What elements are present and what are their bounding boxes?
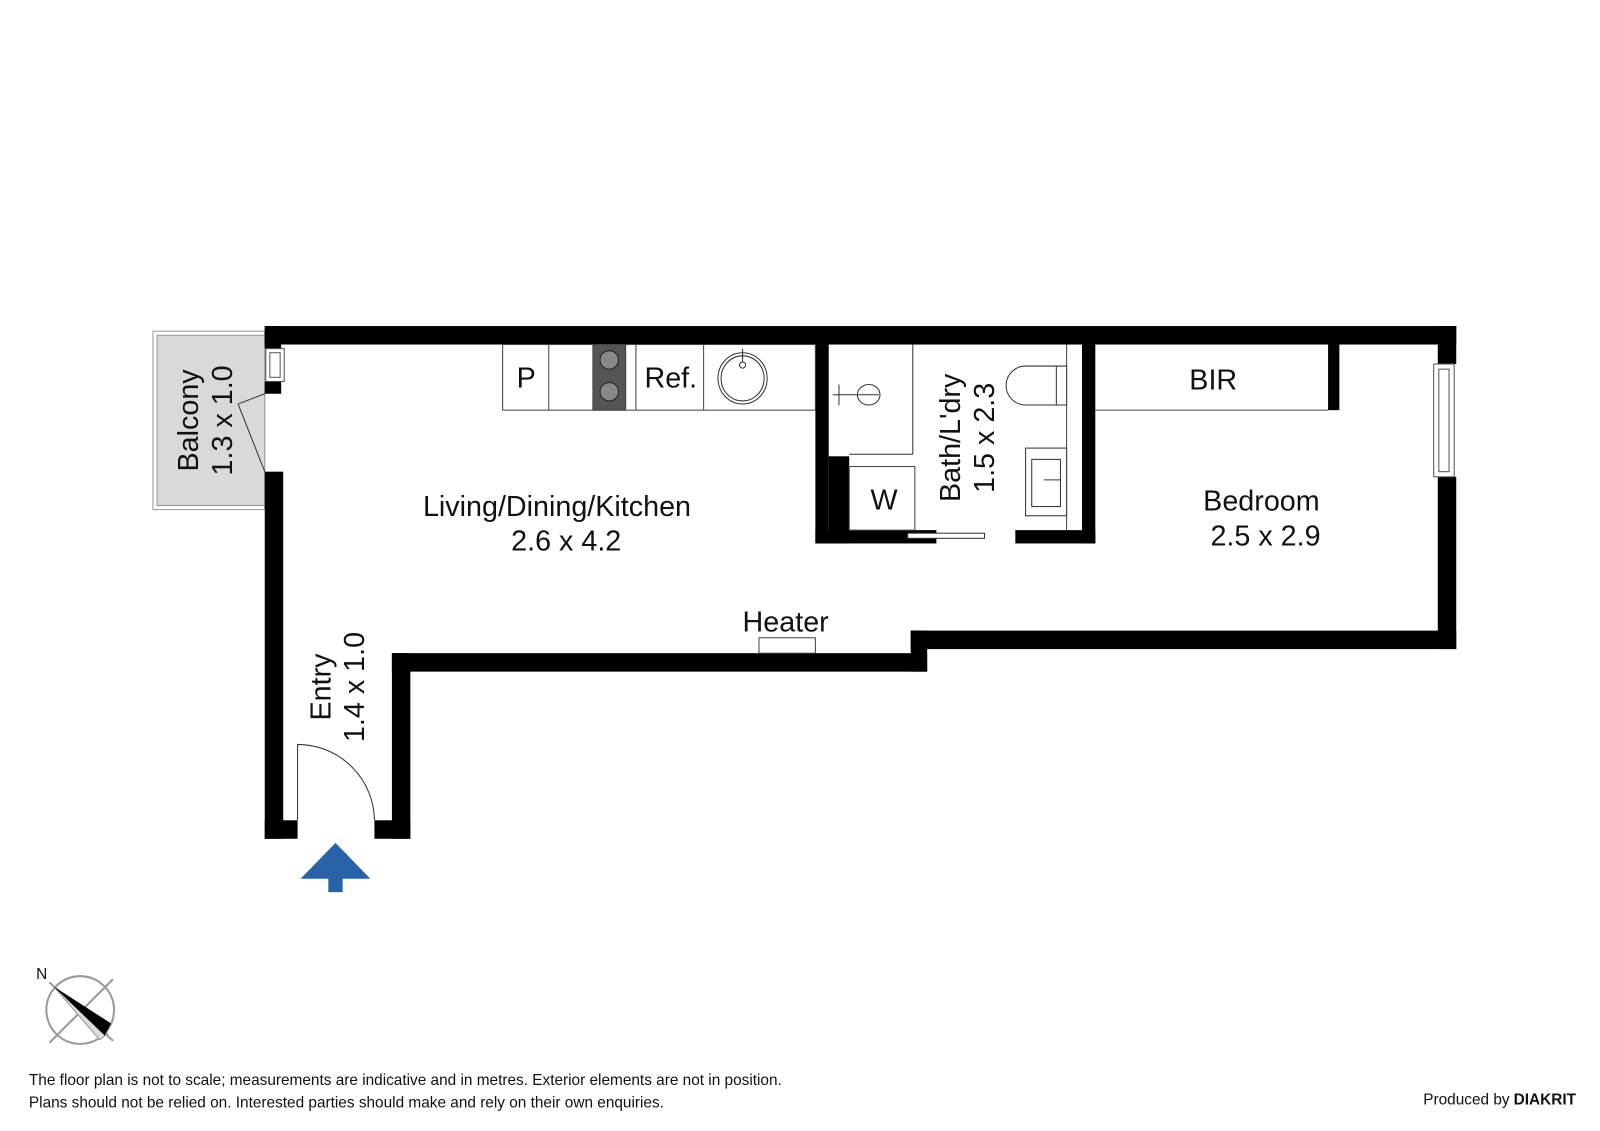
kitchen-sink-icon xyxy=(717,348,768,405)
bath-name: Bath/L'dry xyxy=(935,373,967,502)
disclaimer-line-1: The floor plan is not to scale; measurem… xyxy=(29,1072,782,1089)
sliding-door[interactable] xyxy=(907,532,986,539)
pantry-label: P xyxy=(517,363,536,395)
credit: Produced by DIAKRIT xyxy=(1423,1091,1576,1108)
washer-label: W xyxy=(871,485,898,517)
living-size: 2.6 x 4.2 xyxy=(511,526,621,558)
shower-icon xyxy=(832,384,881,406)
balcony-door[interactable] xyxy=(237,393,266,472)
shower-screen xyxy=(849,344,914,455)
credit-prefix: Produced by xyxy=(1423,1091,1510,1108)
window-bedroom xyxy=(1433,363,1455,478)
compass-north-label: N xyxy=(36,966,47,983)
bedroom-name: Bedroom xyxy=(1203,486,1319,518)
heater xyxy=(758,637,816,654)
entry-size: 1.4 x 1.0 xyxy=(339,632,371,742)
basin-icon xyxy=(1025,447,1068,517)
balcony xyxy=(152,330,266,511)
heater-label: Heater xyxy=(743,607,830,639)
credit-brand: DIAKRIT xyxy=(1514,1091,1577,1108)
fridge-label: Ref. xyxy=(644,363,697,395)
living-name: Living/Dining/Kitchen xyxy=(423,491,691,523)
washer xyxy=(848,466,916,531)
robe-label: BIR xyxy=(1189,365,1237,397)
bath-size: 1.5 x 2.3 xyxy=(969,383,1001,493)
walls xyxy=(264,326,1457,839)
balcony-name: Balcony xyxy=(173,369,205,472)
cooktop-icon xyxy=(599,350,620,402)
entry-arrow-icon xyxy=(300,842,371,893)
balcony-size: 1.3 x 1.0 xyxy=(207,365,239,475)
toilet-icon xyxy=(1005,365,1068,406)
disclaimer-line-2: Plans should not be relied on. Intereste… xyxy=(29,1094,664,1111)
entry-door[interactable] xyxy=(297,743,375,821)
compass-icon: N xyxy=(36,966,116,1045)
entry-name: Entry xyxy=(305,653,337,721)
bedroom-size: 2.5 x 2.9 xyxy=(1210,521,1320,553)
window-balcony xyxy=(265,348,285,382)
